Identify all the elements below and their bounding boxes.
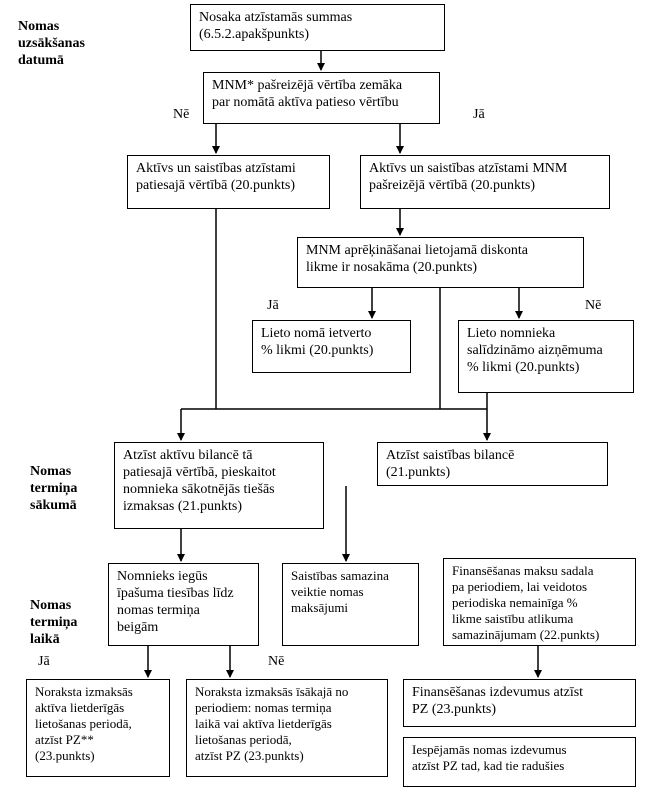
box-text: Saistības samazina veiktie nomas maksāju… [291, 568, 389, 615]
box-text: Iespējamās nomas izdevumus atzīst PZ tad… [412, 742, 567, 773]
box-text: Nomnieks iegūs īpašuma tiesības līdz nom… [117, 569, 234, 635]
box-mnm-value: Aktīvs un saistības atzīstami MNM pašrei… [360, 155, 610, 209]
box-mnm-lower: MNM* pašreizējā vērtība zemāka par nomāt… [203, 72, 440, 124]
box-text: MNM* pašreizējā vērtība zemāka par nomāt… [212, 78, 403, 110]
box-text: Noraksta izmaksās aktīva lietderīgās lie… [35, 684, 133, 763]
box-liability-reduced: Saistības samazina veiktie nomas maksāju… [282, 563, 419, 646]
branch-yes-3: Jā [38, 654, 50, 669]
branch-yes-2: Jā [267, 298, 279, 313]
label-start-date: Nomas uzsākšanas datumā [18, 19, 85, 68]
branch-no-2: Nē [585, 298, 602, 313]
box-text: Aktīvs un saistības atzīstami patiesajā … [136, 161, 296, 193]
label-term-start: Nomas termiņa sākumā [30, 464, 78, 513]
branch-no-3: Nē [268, 654, 285, 669]
box-text: Aktīvs un saistības atzīstami MNM pašrei… [369, 161, 568, 193]
box-implicit-rate: Lieto nomā ietverto % likmi (20.punkts) [252, 320, 411, 373]
branch-yes-1: Jā [473, 107, 485, 122]
box-finance-charge: Finansēšanas maksu sadala pa periodiem, … [443, 558, 636, 646]
box-determine-amounts: Nosaka atzīstamās summas (6.5.2.apakšpun… [190, 4, 445, 51]
box-text: Finansēšanas maksu sadala pa periodiem, … [452, 563, 600, 642]
box-text: Noraksta izmaksās īsākajā no periodiem: … [195, 684, 349, 763]
box-text: Atzīst saistības bilancē (21.punkts) [386, 448, 515, 480]
box-text: MNM aprēķināšanai lietojamā diskonta lik… [306, 243, 528, 275]
box-depreciate-useful-life: Noraksta izmaksās aktīva lietderīgās lie… [26, 679, 170, 777]
box-ownership-transfer: Nomnieks iegūs īpašuma tiesības līdz nom… [108, 563, 259, 646]
box-text: Lieto nomā ietverto % likmi (20.punkts) [261, 326, 374, 358]
box-discount-rate: MNM aprēķināšanai lietojamā diskonta lik… [297, 237, 584, 288]
box-fair-value: Aktīvs un saistības atzīstami patiesajā … [127, 155, 330, 209]
box-borrowing-rate: Lieto nomnieka salīdzināmo aizņēmuma % l… [458, 320, 634, 393]
box-text: Atzīst aktīvu bilancē tā patiesajā vērtī… [123, 448, 276, 514]
box-text: Nosaka atzīstamās summas (6.5.2.apakšpun… [199, 10, 353, 42]
box-recognize-liability: Atzīst saistības bilancē (21.punkts) [377, 442, 608, 486]
box-text: Finansēšanas izdevumus atzīst PZ (23.pun… [412, 685, 584, 717]
label-term-time: Nomas termiņa laikā [30, 598, 78, 647]
box-text: Lieto nomnieka salīdzināmo aizņēmuma % l… [467, 326, 603, 375]
box-contingent-rent: Iespējamās nomas izdevumus atzīst PZ tad… [403, 737, 636, 787]
box-recognize-asset: Atzīst aktīvu bilancē tā patiesajā vērtī… [114, 442, 324, 529]
box-depreciate-shorter: Noraksta izmaksās īsākajā no periodiem: … [186, 679, 388, 777]
branch-no-1: Nē [173, 107, 190, 122]
box-finance-expense: Finansēšanas izdevumus atzīst PZ (23.pun… [403, 679, 636, 727]
